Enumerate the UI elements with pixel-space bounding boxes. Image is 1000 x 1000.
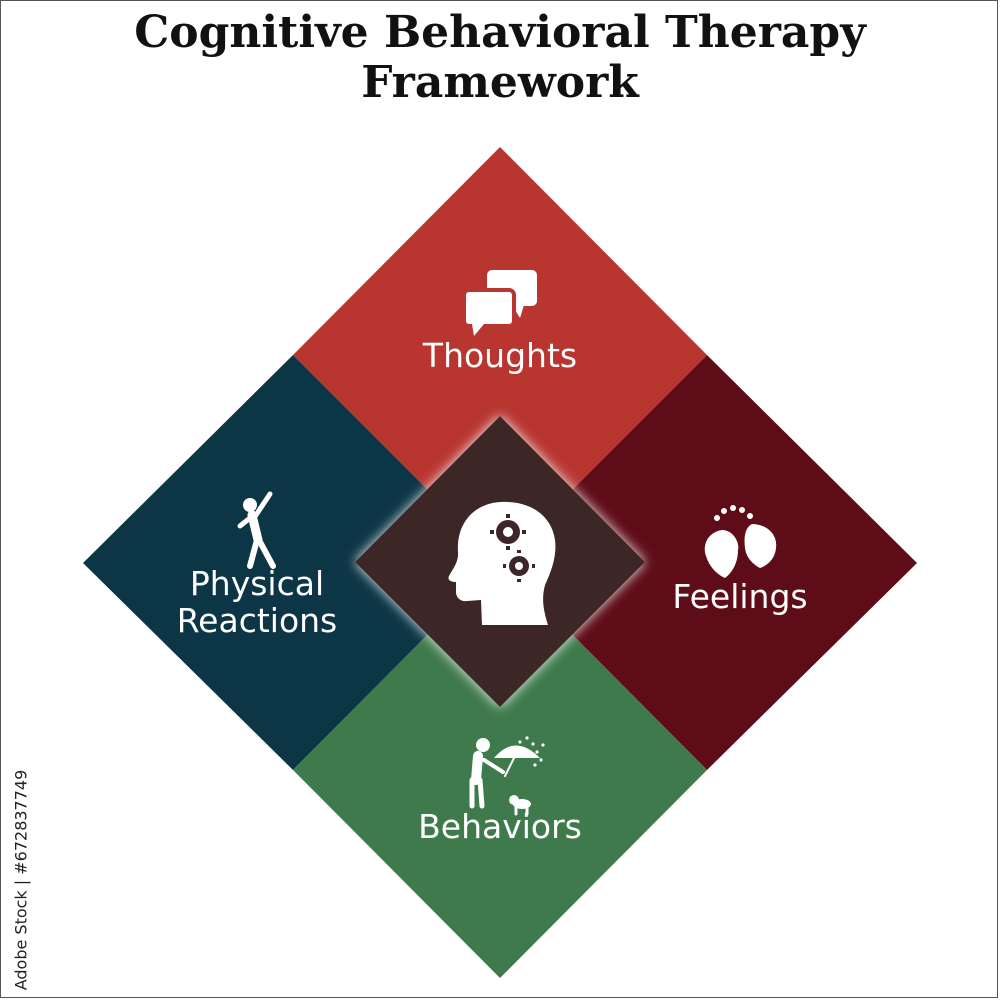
physical-reactions-label-line-1: Physical [190, 564, 324, 603]
person-umbrella-dog-icon [469, 736, 545, 816]
quadrant-thoughts [293, 147, 707, 562]
diagram-title: Cognitive Behavioral Therapy Framework [0, 8, 1000, 108]
physical-reactions-label-line-2: Reactions [177, 601, 338, 640]
two-faces-icon [704, 505, 777, 578]
stock-watermark: Adobe Stock | #672837749 [6, 760, 36, 1000]
speech-bubbles-icon [462, 270, 537, 336]
quadrant-physical-reactions [83, 355, 500, 770]
stock-watermark-text: Adobe Stock | #672837749 [11, 769, 31, 991]
quadrant-feelings [500, 355, 917, 770]
title-line-1: Cognitive Behavioral Therapy [134, 7, 866, 58]
thoughts-label: Thoughts [422, 336, 577, 375]
person-reaching-icon [237, 491, 276, 569]
head-gears-icon [448, 501, 556, 625]
feelings-label: Feelings [672, 577, 807, 616]
title-line-2: Framework [361, 57, 639, 108]
behaviors-label: Behaviors [418, 807, 582, 846]
